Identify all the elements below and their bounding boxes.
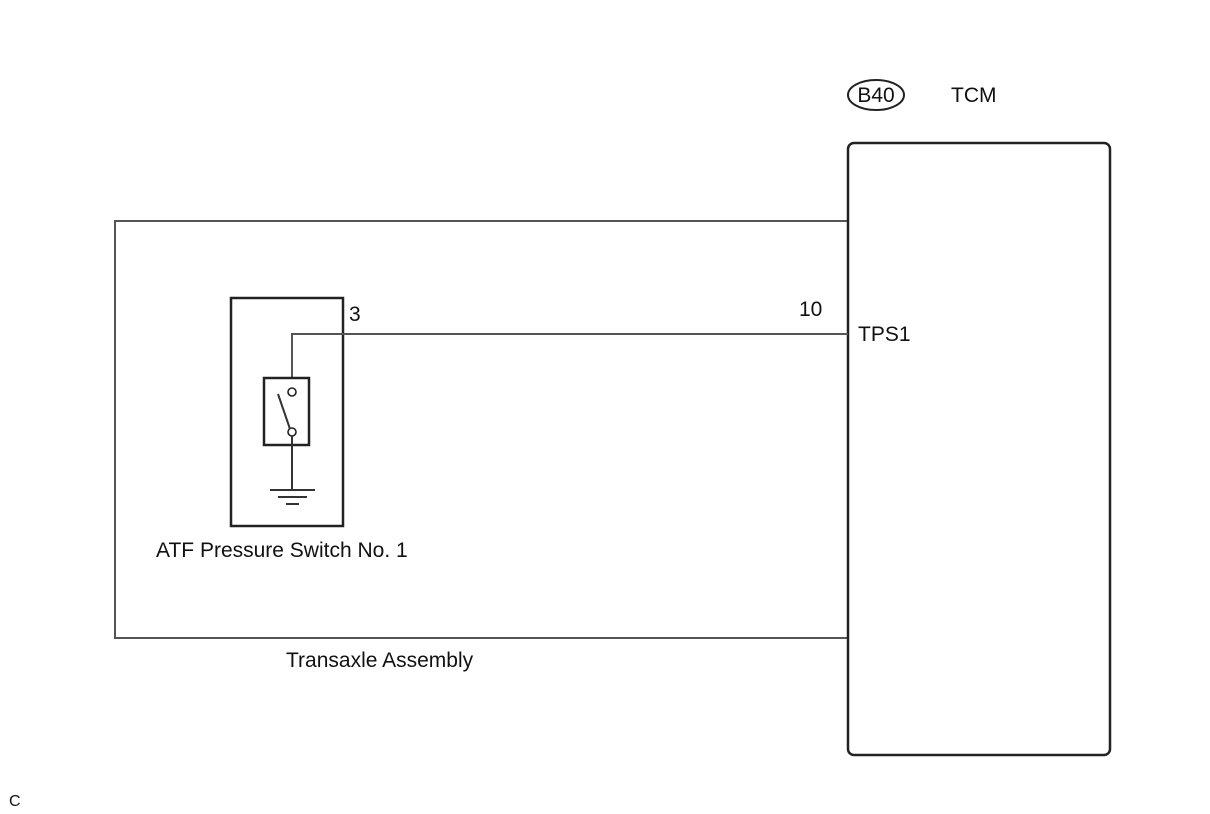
connector-code-oval: [847, 79, 905, 111]
tcm-label: TCM: [951, 84, 997, 107]
transaxle-assembly-outline: [114, 220, 848, 639]
footer-code: C: [9, 793, 21, 810]
switch-blade: [277, 393, 291, 430]
switch-pin-number: 3: [349, 303, 361, 326]
transaxle-label: Transaxle Assembly: [286, 649, 474, 672]
atf-switch-label: ATF Pressure Switch No. 1: [156, 539, 408, 562]
tcm-module-box: [846, 141, 1112, 757]
signal-wire: [291, 333, 848, 379]
switch-contact-top: [287, 387, 297, 397]
switch-symbol-box: [262, 376, 311, 447]
connector-code: B40: [857, 84, 894, 107]
tcm-terminal-name: TPS1: [858, 323, 911, 346]
tcm-pin-number: 10: [799, 298, 822, 321]
ground-icon: [270, 489, 315, 505]
